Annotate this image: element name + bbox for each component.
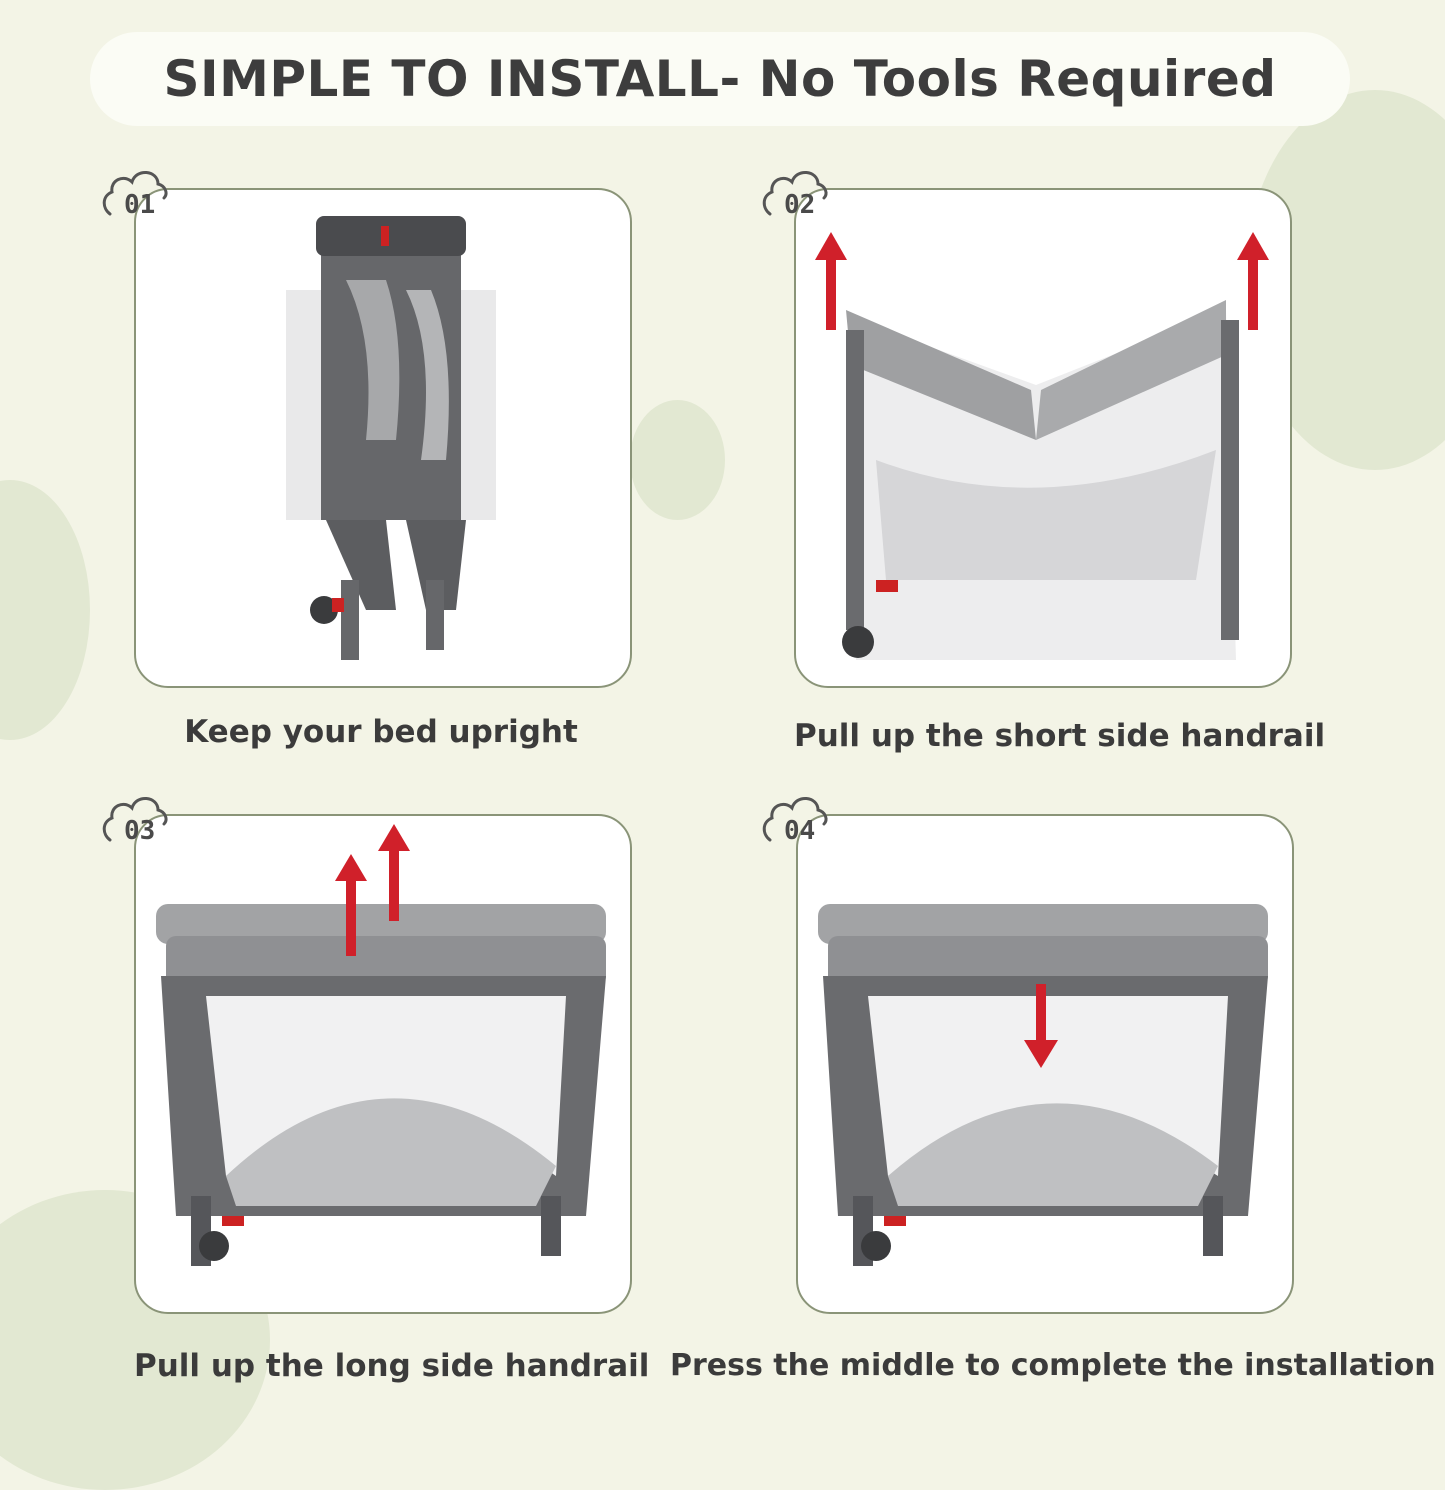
step-number: 02 [784, 190, 816, 220]
step-panel-1 [134, 188, 632, 688]
long-rail-crib-illustration [156, 824, 606, 1266]
cloud-icon [762, 797, 828, 842]
step-panel-2 [794, 188, 1292, 688]
step-badge-1: 01 [100, 158, 170, 222]
step-caption: Pull up the long side handrail [134, 1348, 650, 1384]
background-blob [630, 400, 725, 520]
step-badge-3: 03 [100, 784, 170, 848]
title-banner: SIMPLE TO INSTALL- No Tools Required [90, 32, 1350, 126]
cloud-icon [102, 797, 168, 842]
step-caption: Press the middle to complete the install… [670, 1348, 1436, 1383]
step-panel-4 [796, 814, 1294, 1314]
step-badge-2: 02 [760, 158, 830, 222]
step-badge-4: 04 [760, 784, 830, 848]
step-panel-3 [134, 814, 632, 1314]
step-number: 01 [124, 190, 156, 220]
step-number: 04 [784, 816, 816, 846]
cloud-icon [102, 171, 168, 216]
step-number: 03 [124, 816, 156, 846]
step-caption: Pull up the short side handrail [794, 718, 1326, 754]
partly-open-crib-illustration [815, 232, 1269, 660]
page-title: SIMPLE TO INSTALL- No Tools Required [163, 50, 1277, 108]
folded-crib-illustration [286, 216, 496, 660]
complete-crib-illustration [818, 904, 1268, 1266]
step-caption: Keep your bed upright [184, 714, 578, 750]
cloud-icon [762, 171, 828, 216]
background-blob [0, 480, 90, 740]
